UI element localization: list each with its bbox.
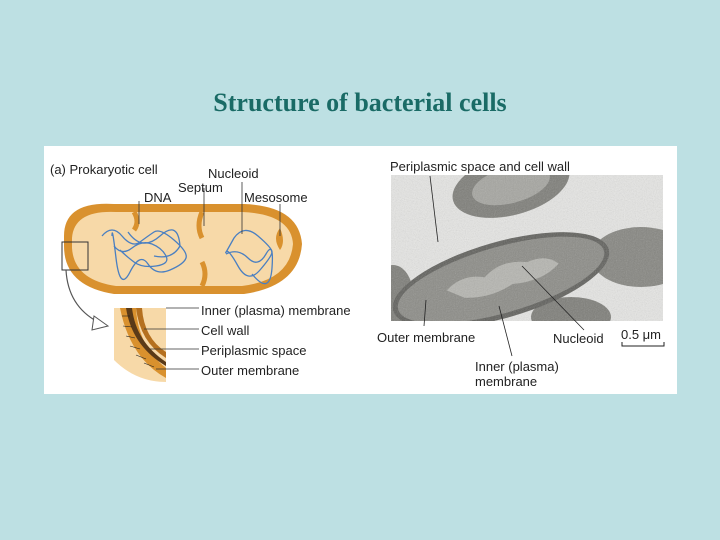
label-septum: Septum xyxy=(178,180,223,195)
scale-bar-label: 0.5 μm xyxy=(621,327,661,342)
label-dna: DNA xyxy=(144,190,172,205)
slide-title: Structure of bacterial cells xyxy=(0,88,720,118)
label-nucleoid: Nucleoid xyxy=(208,166,259,181)
label-mesosome: Mesosome xyxy=(244,190,308,205)
figure-panel: (a) Prokaryotic cell Nucleoid Septum DNA… xyxy=(44,146,677,394)
label-periplasmic-space: Periplasmic space xyxy=(201,343,307,358)
prokaryotic-cell xyxy=(64,204,302,294)
label-inner-membrane-b-2: membrane xyxy=(475,374,537,389)
label-outer-membrane-b: Outer membrane xyxy=(377,330,475,345)
label-outer-membrane-a: Outer membrane xyxy=(201,363,299,378)
diagram-svg: (a) Prokaryotic cell Nucleoid Septum DNA… xyxy=(44,146,677,394)
cell-envelope-detail xyxy=(114,308,166,382)
label-nucleoid-b: Nucleoid xyxy=(553,331,604,346)
panel-a-label: (a) Prokaryotic cell xyxy=(50,162,158,177)
label-periplasmic-and-wall: Periplasmic space and cell wall xyxy=(390,159,570,174)
label-inner-membrane-a: Inner (plasma) membrane xyxy=(201,303,351,318)
label-cell-wall: Cell wall xyxy=(201,323,250,338)
scale-bar xyxy=(622,342,664,346)
label-inner-membrane-b-1: Inner (plasma) xyxy=(475,359,559,374)
